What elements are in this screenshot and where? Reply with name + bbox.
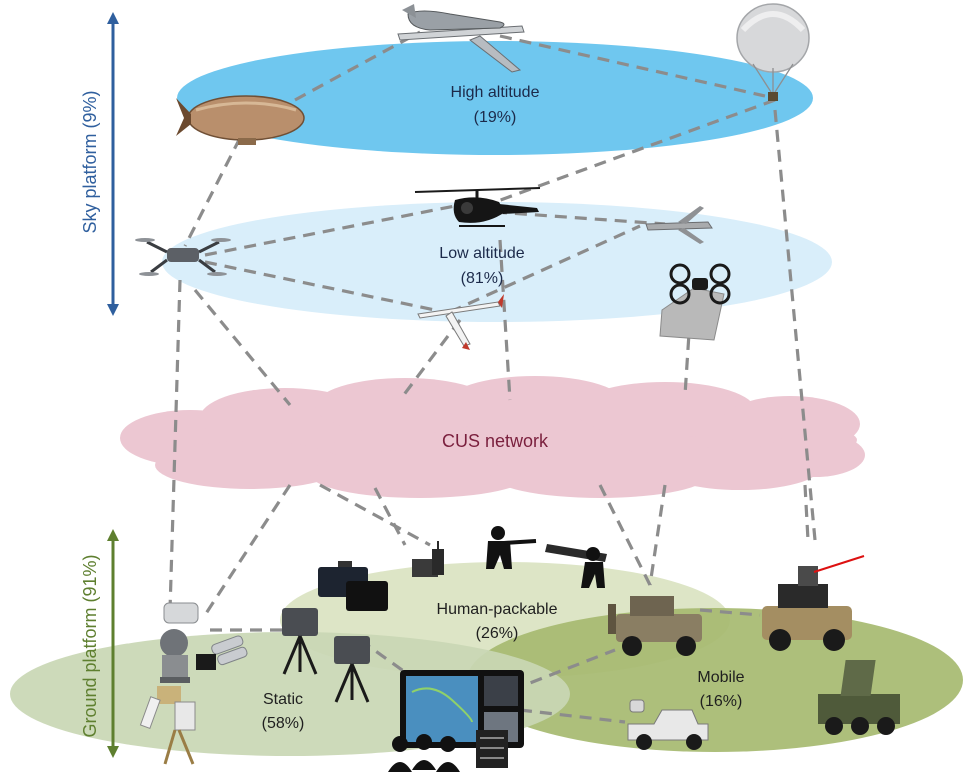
low-altitude-pct: (81%) <box>461 270 504 287</box>
static-label: Static <box>263 691 303 708</box>
tripod-sensor-icon <box>334 636 370 703</box>
pickup-truck-icon <box>627 699 709 750</box>
equipment-case-icon <box>318 561 388 611</box>
armored-vehicle-icon <box>608 596 702 656</box>
mobile-pct: (16%) <box>700 693 743 710</box>
operators-icon <box>388 734 460 772</box>
cus-network-cloud <box>120 376 865 498</box>
fixed-wing-uav-icon <box>645 206 713 244</box>
jammer-gun-icon <box>196 635 248 670</box>
tripod-sensor-icon <box>282 608 318 675</box>
ground-platform-label: Ground platform (91%) <box>80 554 100 737</box>
global-hawk-drone-icon <box>397 4 525 73</box>
low-altitude-label: Low altitude <box>439 245 524 262</box>
high-altitude-pct: (19%) <box>474 109 517 126</box>
sky-platform-label: Sky platform (9%) <box>80 90 100 233</box>
weather-balloon-icon <box>736 3 810 101</box>
high-altitude-layer <box>177 41 813 155</box>
control-console-icon <box>400 670 524 748</box>
radar-camera-icon <box>160 602 199 683</box>
quadcopter-icon <box>135 238 231 276</box>
tripod-sensor-icon <box>139 686 196 765</box>
server-rack-icon <box>476 730 508 768</box>
human-packable-label: Human-packable <box>437 601 558 618</box>
helicopter-icon <box>414 187 541 227</box>
soldier-icon <box>545 544 607 588</box>
radar-truck-icon <box>818 660 900 735</box>
mobile-label: Mobile <box>697 669 744 686</box>
cus-network-label: CUS network <box>442 431 549 451</box>
mini-drone-icon <box>659 263 731 341</box>
soldier-icon <box>486 526 537 569</box>
glider-uav-icon <box>417 294 504 350</box>
high-altitude-label: High altitude <box>451 84 540 101</box>
radio-icon <box>412 541 444 577</box>
laser-vehicle-icon <box>762 555 865 651</box>
static-pct: (58%) <box>262 715 305 732</box>
human-packable-pct: (26%) <box>476 625 519 642</box>
airship-icon <box>176 95 305 145</box>
